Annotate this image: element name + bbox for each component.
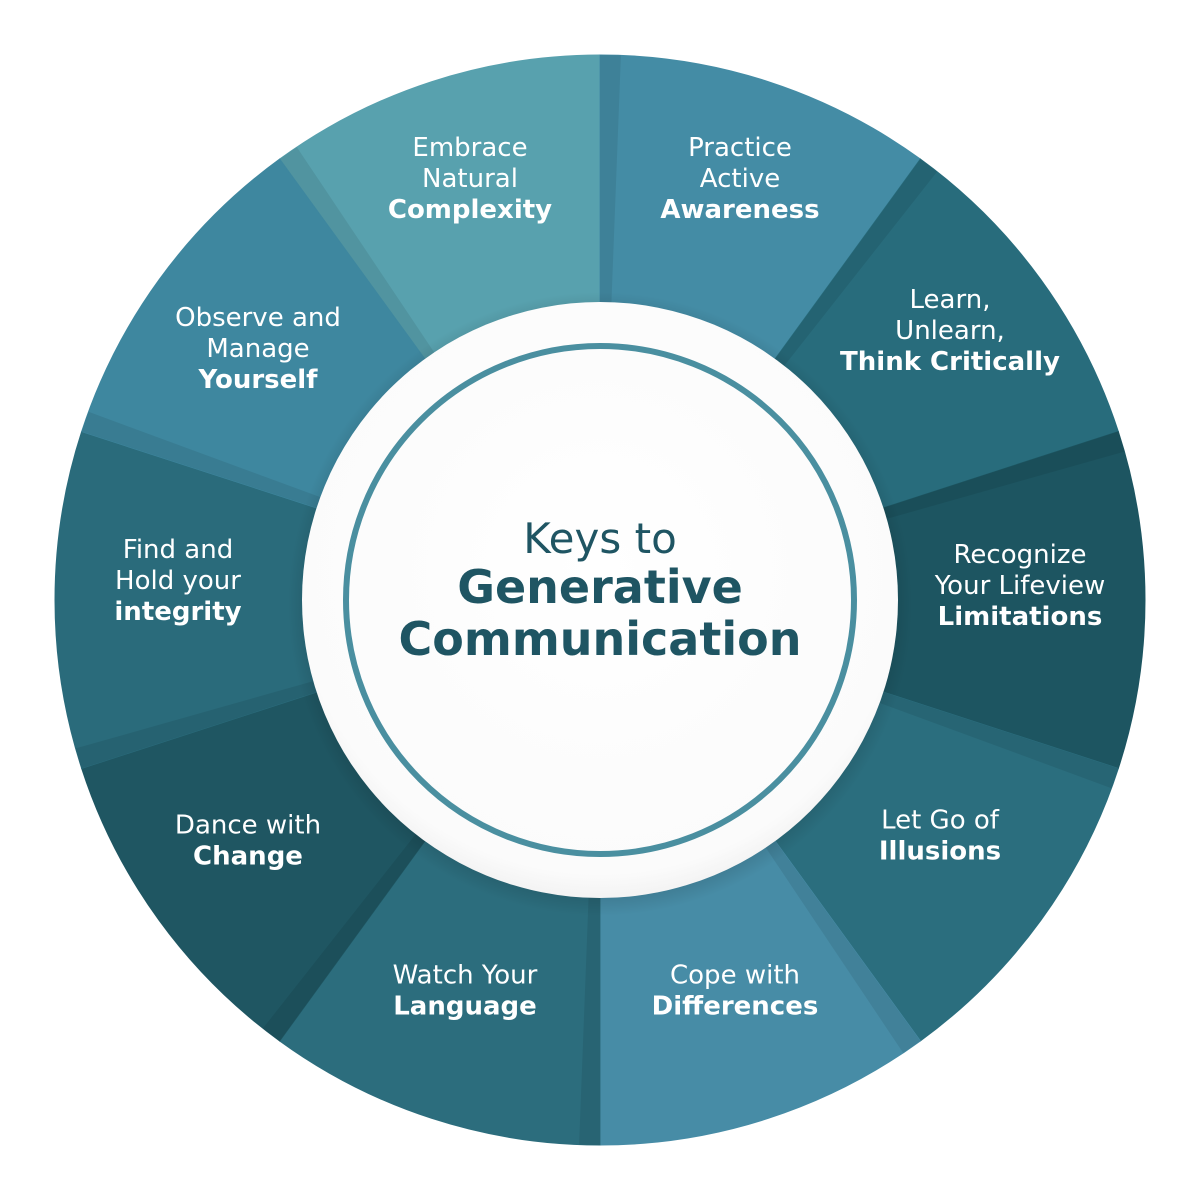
center-title-line3: Communication [399, 612, 802, 666]
label-line-recognize-lifeview-limitations-1: Your Lifeview [934, 571, 1106, 601]
label-bold-cope-with-differences: Differences [652, 992, 819, 1022]
label-line-find-hold-integrity-1: Hold your [115, 566, 241, 596]
label-line-embrace-natural-complexity-0: Embrace [412, 133, 527, 163]
center-title-line1: Keys to [523, 514, 677, 563]
segment-shade-observe-manage-yourself [81, 411, 366, 523]
segment-shade-cope-with-differences [739, 802, 921, 1053]
segment-shade-let-go-of-illusions [834, 677, 1119, 789]
label-line-watch-your-language-0: Watch Your [393, 961, 538, 991]
label-line-find-hold-integrity-0: Find and [123, 535, 233, 565]
label-line-observe-manage-yourself-0: Observe and [175, 303, 341, 333]
label-learn-unlearn-think-critically: Learn,Unlearn,Think Critically [840, 285, 1060, 377]
label-bold-practice-active-awareness: Awareness [660, 195, 819, 225]
label-line-dance-with-change-0: Dance with [175, 811, 321, 841]
label-line-embrace-natural-complexity-1: Natural [422, 164, 518, 194]
label-bold-learn-unlearn-think-critically: Think Critically [840, 347, 1060, 377]
center-hub: Keys to Generative Communication [288, 292, 912, 916]
segment-shade-learn-unlearn-think-critically [746, 159, 938, 404]
label-bold-find-hold-integrity: integrity [114, 597, 241, 627]
segment-shade-recognize-lifeview-limitations [837, 431, 1125, 532]
label-line-practice-active-awareness-1: Active [700, 164, 780, 194]
hub-ring [343, 343, 857, 857]
hub-disc [302, 302, 898, 898]
segment-shade-watch-your-language [579, 849, 600, 1145]
label-bold-dance-with-change: Change [193, 842, 303, 872]
label-line-let-go-of-illusions-0: Let Go of [881, 806, 1000, 836]
label-line-practice-active-awareness-0: Practice [688, 133, 792, 163]
label-bold-recognize-lifeview-limitations: Limitations [938, 602, 1103, 632]
label-line-observe-manage-yourself-1: Manage [206, 334, 309, 364]
label-line-recognize-lifeview-limitations-0: Recognize [954, 540, 1087, 570]
segment-shade-find-hold-integrity [75, 668, 363, 769]
label-line-learn-unlearn-think-critically-0: Learn, [910, 285, 991, 315]
segment-shade-embrace-natural-complexity [279, 147, 461, 398]
label-bold-let-go-of-illusions: Illusions [879, 837, 1001, 867]
segment-shade-dance-with-change [262, 796, 454, 1041]
label-line-learn-unlearn-think-critically-1: Unlearn, [895, 316, 1005, 346]
label-line-cope-with-differences-0: Cope with [670, 961, 800, 991]
label-bold-embrace-natural-complexity: Complexity [388, 195, 552, 225]
center-title-line2: Generative [457, 560, 743, 614]
label-bold-watch-your-language: Language [393, 992, 537, 1022]
label-bold-observe-manage-yourself: Yourself [198, 365, 319, 395]
segment-shade-practice-active-awareness [600, 55, 621, 351]
